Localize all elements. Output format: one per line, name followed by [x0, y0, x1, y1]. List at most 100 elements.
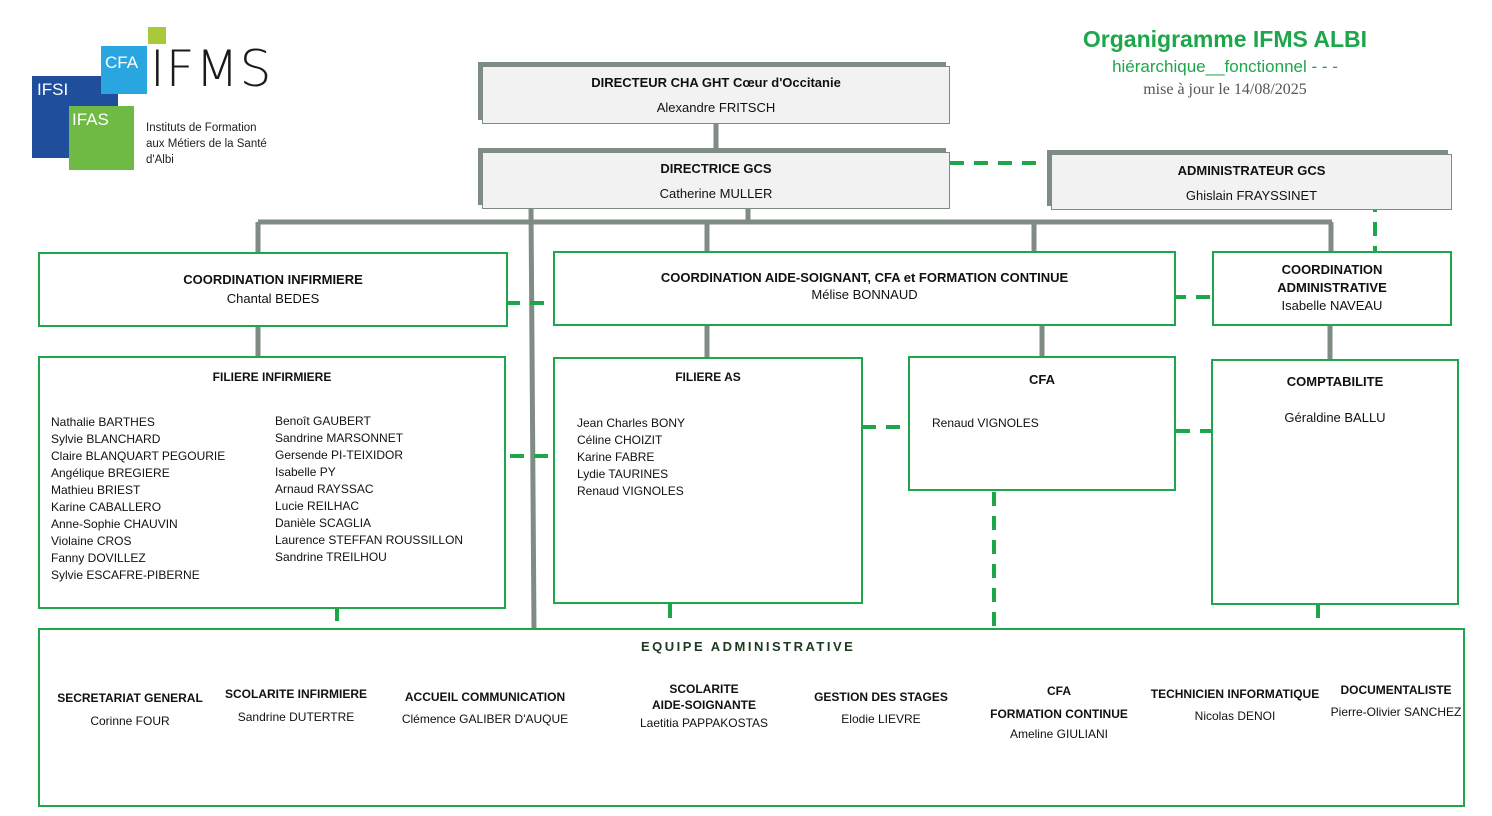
service-title: SCOLARITE [669, 682, 739, 696]
service-title: CFA [1047, 684, 1071, 698]
cfa-box: CFA Renaud VIGNOLES [908, 356, 1176, 491]
staff-name: Karine CABALLERO [51, 500, 162, 514]
service-accueil-communication: ACCUEIL COMMUNICATION Clémence GALIBER D… [395, 689, 575, 726]
directeur-name: Alexandre FRITSCH [656, 100, 776, 115]
coordination-administrative-name: Isabelle NAVEAU [1281, 298, 1383, 313]
staff-name: Mathieu BRIEST [51, 483, 141, 497]
staff-name: Fanny DOVILLEZ [51, 551, 146, 565]
logo-cfa-square [101, 46, 147, 94]
service-name: Corinne FOUR [90, 714, 170, 728]
staff-name: Angélique BREGIERE [51, 466, 170, 480]
directeur-box: DIRECTEUR CHA GHT Cœur d'Occitanie Alexa… [482, 66, 950, 124]
directrice-name: Catherine MULLER [659, 186, 773, 201]
administrateur-box: ADMINISTRATEUR GCS Ghislain FRAYSSINET [1051, 154, 1452, 210]
service-title: SECRETARIAT GENERAL [57, 691, 203, 705]
service-name: Pierre-Olivier SANCHEZ [1330, 705, 1462, 719]
logo-accent-square [148, 27, 166, 44]
logo-subtitle-line: Instituts de Formation [146, 122, 257, 134]
filiere-as-title: FILIERE AS [675, 370, 741, 384]
service-name: Clémence GALIBER D'AUQUE [401, 712, 569, 726]
logo-cfa-text: CFA [105, 53, 139, 72]
staff-name: Anne-Sophie CHAUVIN [51, 517, 178, 531]
logo-subtitle: Instituts de Formation aux Métiers de la… [146, 120, 267, 168]
service-technicien-informatique: TECHNICIEN INFORMATIQUE Nicolas DENOI [1148, 686, 1322, 723]
staff-name: Nathalie BARTHES [51, 415, 155, 429]
equipe-administrative-box [38, 628, 1465, 807]
service-name: Elodie LIEVRE [841, 712, 921, 726]
coordination-infirmiere-title: COORDINATION INFIRMIERE [183, 272, 363, 287]
comptabilite-name: Géraldine BALLU [1284, 410, 1386, 425]
cfa-title: CFA [1029, 372, 1055, 387]
staff-name: Isabelle PY [275, 465, 336, 479]
service-scolarite-infirmiere: SCOLARITE INFIRMIERE Sandrine DUTERTRE [220, 686, 372, 724]
staff-name: Sandrine TREILHOU [275, 550, 387, 564]
service-title: FORMATION CONTINUE [990, 707, 1128, 721]
service-secretariat: SECRETARIAT GENERAL Corinne FOUR [55, 690, 205, 728]
logo-subtitle-line: aux Métiers de la Santé [146, 138, 267, 150]
staff-name: Laurence STEFFAN ROUSSILLON [275, 533, 464, 547]
service-cfa-formation-continue: CFA FORMATION CONTINUE Ameline GIULIANI [979, 683, 1139, 741]
coordination-administrative-title-1: COORDINATION [1281, 262, 1383, 277]
directeur-title: DIRECTEUR CHA GHT Cœur d'Occitanie [591, 75, 841, 90]
line-legend: hiérarchique__fonctionnel - - - [1112, 57, 1338, 76]
administrateur-name: Ghislain FRAYSSINET [1185, 188, 1318, 203]
service-title: ACCUEIL COMMUNICATION [404, 690, 566, 704]
page-header: Organigramme IFMS ALBI hiérarchique__fon… [1040, 26, 1410, 99]
update-date: mise à jour le 14/08/2025 [1143, 81, 1307, 98]
comptabilite-title: COMPTABILITE [1286, 374, 1384, 389]
equipe-administrative-title: EQUIPE ADMINISTRATIVE [641, 639, 856, 654]
coordination-as-name: Mélise BONNAUD [811, 287, 918, 302]
service-title: GESTION DES STAGES [814, 690, 948, 704]
page-title: Organigramme IFMS ALBI [1082, 26, 1368, 52]
service-title: TECHNICIEN INFORMATIQUE [1150, 687, 1320, 701]
service-scolarite-as: SCOLARITE AIDE-SOIGNANTE Laetitia PAPPAK… [625, 681, 783, 730]
service-name: Laetitia PAPPAKOSTAS [639, 716, 769, 730]
staff-name: Sylvie ESCAFRE-PIBERNE [51, 568, 200, 582]
service-title: DOCUMENTALISTE [1340, 683, 1452, 697]
service-gestion-stages: GESTION DES STAGES Elodie LIEVRE [806, 689, 956, 726]
service-name: Sandrine DUTERTRE [237, 710, 355, 724]
logo-ifms-text: IFMS [150, 40, 273, 98]
coordination-administrative-box: COORDINATION ADMINISTRATIVE Isabelle NAV… [1212, 251, 1452, 326]
logo-ifas-text: IFAS [72, 110, 109, 129]
service-documentaliste: DOCUMENTALISTE Pierre-Olivier SANCHEZ [1326, 682, 1466, 719]
coordination-as-title: COORDINATION AIDE-SOIGNANT, CFA et FORMA… [660, 270, 1069, 285]
coordination-as-box: COORDINATION AIDE-SOIGNANT, CFA et FORMA… [553, 251, 1176, 326]
service-name: Nicolas DENOI [1194, 709, 1276, 723]
administrateur-title: ADMINISTRATEUR GCS [1177, 163, 1326, 178]
staff-name: Renaud VIGNOLES [577, 484, 684, 498]
staff-name: Arnaud RAYSSAC [275, 482, 374, 496]
hierarchical-lines [255, 122, 1334, 631]
staff-name: Gersende PI-TEIXIDOR [275, 448, 404, 462]
staff-name: Lydie TAURINES [577, 467, 669, 481]
coordination-infirmiere-box: COORDINATION INFIRMIERE Chantal BEDES [38, 252, 508, 327]
filiere-infirmiere-title: FILIERE INFIRMIERE [212, 370, 332, 384]
filiere-as-box: FILIERE AS Jean Charles BONY Céline CHOI… [553, 357, 863, 604]
directrice-box: DIRECTRICE GCS Catherine MULLER [482, 152, 950, 209]
staff-name: Claire BLANQUART PEGOURIE [51, 449, 226, 463]
coordination-infirmiere-name: Chantal BEDES [226, 291, 320, 306]
staff-name: Lucie REILHAC [275, 499, 360, 513]
filiere-infirmiere-box: FILIERE INFIRMIERE Nathalie BARTHES Sylv… [38, 356, 506, 609]
service-title: SCOLARITE INFIRMIERE [224, 687, 367, 701]
logo-subtitle-line: d'Albi [146, 154, 174, 166]
staff-name: Jean Charles BONY [577, 416, 686, 430]
logo-ifas-square [69, 106, 134, 170]
staff-name: Benoît GAUBERT [275, 414, 371, 428]
staff-name: Violaine CROS [51, 534, 132, 548]
filiere-as-list: Jean Charles BONY Céline CHOIZIT Karine … [577, 415, 685, 500]
staff-name: Sandrine MARSONNET [275, 431, 404, 445]
coordination-administrative-title-2: ADMINISTRATIVE [1277, 280, 1387, 295]
service-name: Ameline GIULIANI [1009, 727, 1109, 741]
staff-name: Karine FABRE [577, 450, 655, 464]
cfa-name: Renaud VIGNOLES [932, 416, 1039, 430]
staff-name: Danièle SCAGLIA [275, 516, 372, 530]
comptabilite-box: COMPTABILITE Géraldine BALLU [1211, 359, 1459, 605]
staff-name: Sylvie BLANCHARD [51, 432, 161, 446]
service-title: AIDE-SOIGNANTE [651, 698, 756, 712]
filiere-infirmiere-col1: Nathalie BARTHES Sylvie BLANCHARD Claire… [51, 414, 225, 584]
directrice-title: DIRECTRICE GCS [660, 161, 772, 176]
staff-name: Céline CHOIZIT [577, 433, 663, 447]
filiere-infirmiere-col2: Benoît GAUBERT Sandrine MARSONNET Gersen… [275, 413, 463, 566]
logo-ifsi-text: IFSI [37, 80, 69, 99]
